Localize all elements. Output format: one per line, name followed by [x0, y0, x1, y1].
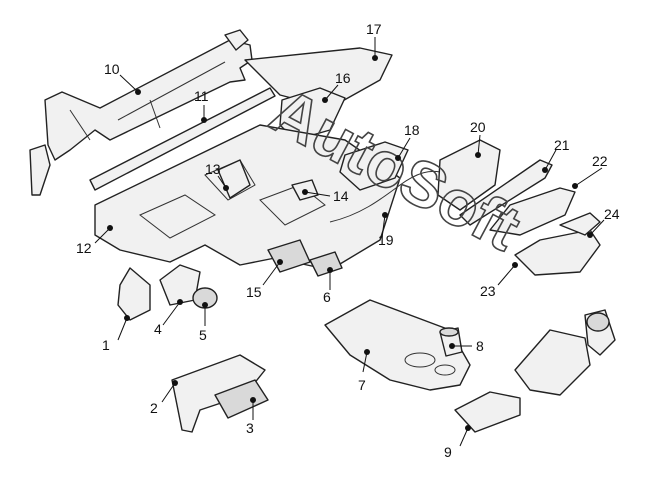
callout-12: 12: [76, 240, 92, 256]
callout-5: 5: [199, 327, 207, 343]
callout-16: 16: [335, 70, 351, 86]
callout-6: 6: [323, 289, 331, 305]
part-8-cup-holder: [439, 327, 463, 357]
part-18-bracket: [339, 141, 409, 191]
callout-9: 9: [444, 444, 452, 460]
callout-8: 8: [476, 338, 484, 354]
callout-13: 13: [205, 161, 221, 177]
callout-1: 1: [102, 337, 110, 353]
part-23-panel: [514, 229, 601, 276]
callout-3: 3: [246, 420, 254, 436]
callout-21: 21: [554, 137, 570, 153]
part-19-cable: [329, 170, 441, 223]
leader-lines: [94, 37, 605, 447]
callout-24: 24: [604, 206, 620, 222]
callout-labels: 1 2 3 4 5 6 7 8 9 10 11 12 13 14 15 16 1…: [76, 21, 620, 460]
callout-19: 19: [378, 232, 394, 248]
part-17-upper-panel: [244, 47, 393, 109]
part-4-vent: [159, 264, 201, 306]
part-24-trim: [559, 212, 601, 236]
part-10-crossbeam: [29, 29, 253, 196]
callout-17: 17: [366, 21, 382, 37]
part-shifter-assembly: [514, 309, 616, 396]
part-9-tray: [454, 391, 521, 433]
part-7-center-console: [324, 299, 471, 391]
callout-7: 7: [358, 377, 366, 393]
callout-4: 4: [154, 321, 162, 337]
callout-11: 11: [194, 88, 209, 104]
callout-2: 2: [150, 400, 158, 416]
callout-23: 23: [480, 283, 496, 299]
callout-10: 10: [104, 61, 120, 77]
part-11-strip: [89, 87, 276, 191]
callout-15: 15: [246, 284, 262, 300]
callout-20: 20: [470, 119, 486, 135]
part-6-switch: [309, 251, 343, 277]
callout-18: 18: [404, 122, 420, 138]
part-22-panel: [489, 187, 576, 236]
callout-22: 22: [592, 153, 608, 169]
part-21-glovebox-lid: [459, 159, 553, 226]
part-1-end-cap: [117, 267, 151, 321]
part-3-module: [214, 379, 269, 419]
part-16-panel: [279, 87, 346, 141]
callout-14: 14: [333, 188, 349, 204]
